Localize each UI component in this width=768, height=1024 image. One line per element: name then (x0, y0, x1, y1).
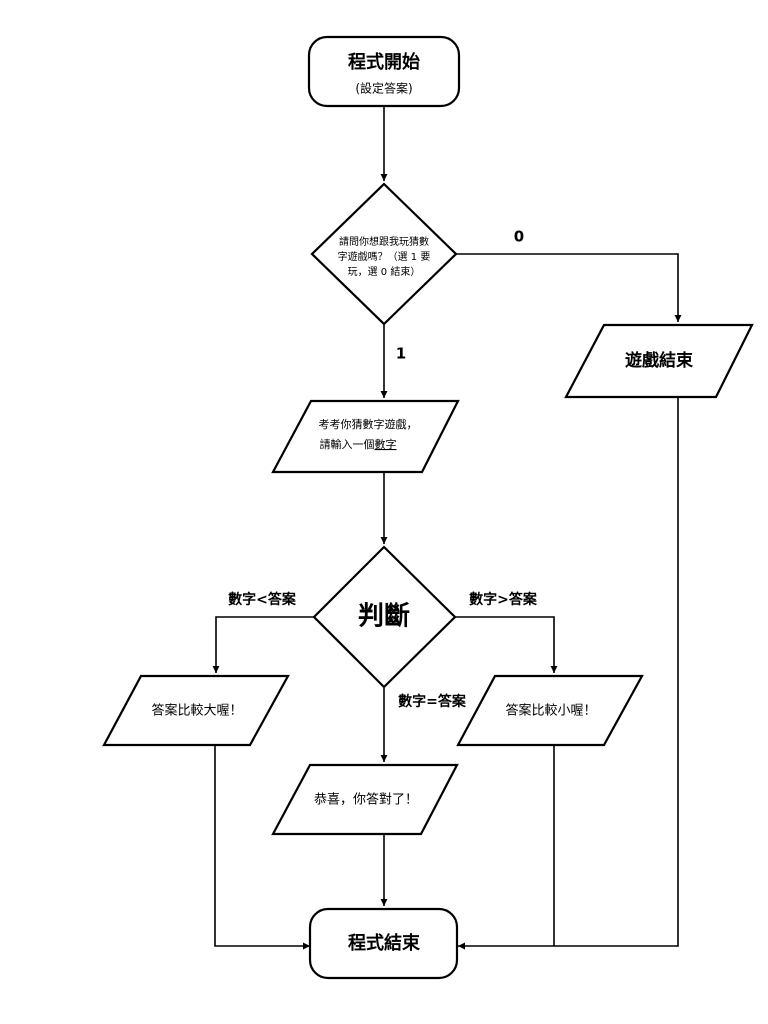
too-small-node: 答案比較大喔！ (102, 674, 290, 747)
prompt-line-1: 考考你猜數字遊戲， (319, 417, 418, 431)
correct-node: 恭喜，你答對了！ (271, 763, 459, 836)
game-over-node: 遊戲結束 (564, 323, 754, 399)
end-node: 程式結束 (308, 907, 459, 980)
prompt-line-2-prefix: 請輸入一個 (320, 437, 375, 451)
edge-too-small-to-end (214, 746, 310, 950)
edge-label-one: 1 (396, 345, 406, 363)
ask-line-1: 請問你想跟我玩猜數 (339, 235, 429, 248)
game-over-label: 遊戲結束 (625, 350, 693, 371)
prompt-line-2: 請輸入一個數字 (320, 437, 397, 451)
prompt-line-2-underlined: 數字 (375, 437, 397, 451)
correct-label: 恭喜，你答對了！ (314, 792, 418, 808)
edge-label-greater: 數字>答案 (469, 591, 538, 608)
prompt-node: 考考你猜數字遊戲， 請輸入一個數字 (271, 399, 460, 474)
start-subtitle: (設定答案) (355, 81, 412, 96)
ask-decision: 請問你想跟我玩猜數 字遊戲嗎？（選 1 要 玩，選 0 結束） (310, 182, 458, 326)
edge-ask-to-gameover (456, 253, 682, 322)
judge-decision: 判斷 (312, 545, 457, 689)
too-big-node: 答案比較小喔！ (456, 674, 644, 747)
edge-label-equal: 數字=答案 (398, 693, 467, 710)
too-big-label: 答案比較小喔！ (505, 703, 596, 719)
judge-label: 判斷 (358, 602, 410, 632)
edge-label-less: 數字<答案 (228, 591, 297, 608)
edge-label-zero: 0 (514, 228, 524, 246)
edge-judge-to-too-small (212, 616, 314, 673)
ask-line-2: 字遊戲嗎？（選 1 要 (338, 250, 431, 263)
edge-gameover-to-end (458, 397, 679, 950)
end-label: 程式結束 (348, 932, 421, 954)
start-node: 程式開始 (設定答案) (307, 35, 461, 108)
start-title: 程式開始 (348, 51, 420, 73)
edge-judge-to-too-big (455, 616, 558, 673)
ask-line-3: 玩，選 0 結束） (348, 265, 421, 278)
too-small-label: 答案比較大喔！ (151, 703, 242, 719)
